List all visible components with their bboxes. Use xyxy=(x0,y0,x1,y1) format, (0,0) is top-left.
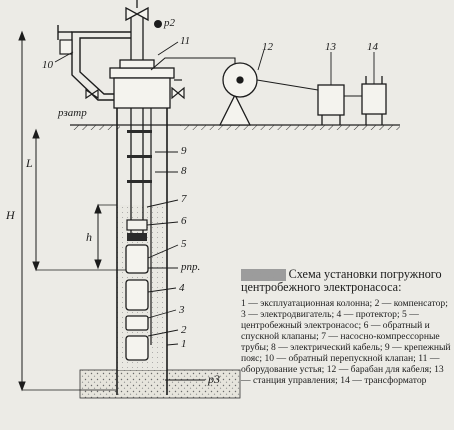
label-n6: 6 xyxy=(181,215,187,227)
label-L: L xyxy=(26,156,33,170)
label-n5: 5 xyxy=(181,238,187,250)
label-p-zatr: pзатр xyxy=(58,107,87,119)
label-n13: 13 xyxy=(325,41,336,53)
label-n12: 12 xyxy=(262,41,273,53)
protector xyxy=(125,315,149,331)
label-n7: 7 xyxy=(181,193,187,205)
control-line xyxy=(256,79,319,91)
bypass-check-valve xyxy=(59,39,73,55)
label-p-pr: pпр. xyxy=(181,261,201,273)
control-station xyxy=(317,84,345,125)
pressure-gauge-p2-icon xyxy=(154,20,162,28)
tubing xyxy=(130,15,144,235)
label-p3: p3 xyxy=(208,372,220,386)
top-valve xyxy=(125,0,149,22)
label-n1: 1 xyxy=(181,338,187,350)
leader-lines xyxy=(54,41,375,381)
annulus-piping xyxy=(57,25,131,101)
annulus-valve-right xyxy=(171,79,185,100)
label-n4: 4 xyxy=(179,282,185,294)
label-n8: 8 xyxy=(181,165,187,177)
pump-section-upper xyxy=(125,244,149,274)
label-p2: p2 xyxy=(164,17,175,29)
transformer xyxy=(361,76,387,125)
pump-section-lower xyxy=(125,279,149,311)
caption-legend: 1 — эксплуатационная колонна; 2 — компен… xyxy=(241,297,451,387)
motor xyxy=(125,335,149,361)
label-n3: 3 xyxy=(179,304,185,316)
clamp-bands xyxy=(127,130,152,183)
wellhead xyxy=(109,59,175,109)
pump-string xyxy=(125,244,149,361)
label-n9: 9 xyxy=(181,145,187,157)
dimension-lines xyxy=(18,30,126,392)
label-n2: 2 xyxy=(181,324,187,336)
reservoir-layer xyxy=(79,369,241,399)
label-n11: 11 xyxy=(180,35,191,47)
ground-surface xyxy=(70,124,400,130)
label-n14: 14 xyxy=(367,41,378,53)
label-n10: 10 xyxy=(42,59,53,71)
drain-valve xyxy=(127,233,147,241)
label-H: H xyxy=(6,208,15,222)
label-h: h xyxy=(86,230,92,244)
figure-label: Рис. 000 xyxy=(241,269,286,282)
annulus-valve-left xyxy=(85,88,99,100)
cable-drum xyxy=(218,62,258,126)
caption-title: Схема установки погружного центробежного… xyxy=(241,267,442,295)
check-valve xyxy=(126,219,148,231)
